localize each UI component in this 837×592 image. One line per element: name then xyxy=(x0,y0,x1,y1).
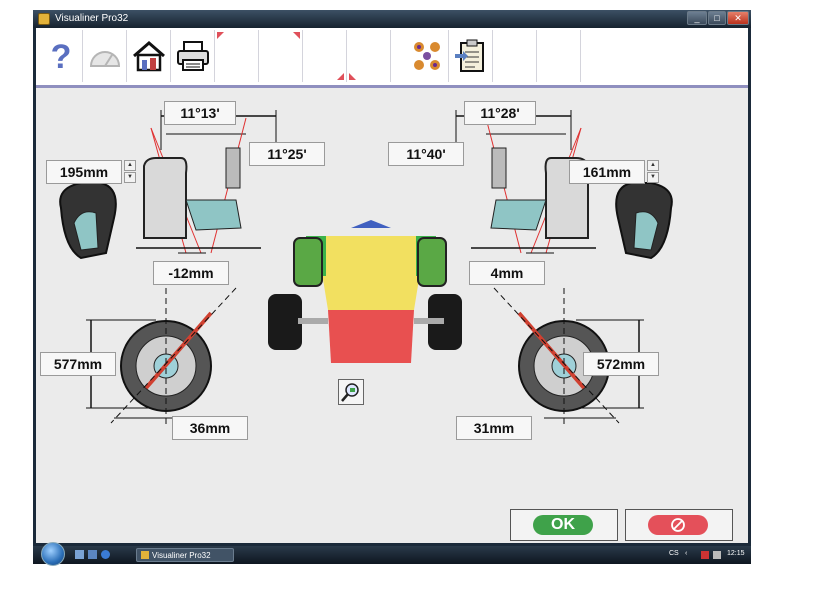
cancel-button[interactable] xyxy=(625,509,733,541)
vehicle-top-view xyxy=(268,220,462,363)
report-button[interactable] xyxy=(449,30,493,82)
clock[interactable]: 12:15 xyxy=(727,550,745,557)
front-right-suspension-illustration xyxy=(455,110,673,260)
volume-icon[interactable] xyxy=(713,551,721,559)
front-left-side-angle: 11°25' xyxy=(249,142,325,166)
browser-icon[interactable] xyxy=(101,550,110,559)
front-right-top-angle: 11°28' xyxy=(464,101,536,125)
ok-button-label: OK xyxy=(533,515,593,535)
taskbar: Visualiner Pro32 CS ‹ 12:15 xyxy=(33,542,751,566)
right-wheel-illustration xyxy=(493,287,644,428)
taskbar-item-label: Visualiner Pro32 xyxy=(152,551,211,560)
left-height-value: 195mm xyxy=(46,160,122,184)
toolbar-slot-4[interactable] xyxy=(347,30,391,82)
red-marker-icon xyxy=(337,73,344,80)
close-button[interactable]: ✕ xyxy=(727,11,749,25)
red-marker-icon xyxy=(293,32,300,39)
tray-expand-icon[interactable]: ‹ xyxy=(685,550,688,557)
app-icon xyxy=(141,551,149,559)
gauge-button[interactable] xyxy=(83,30,127,82)
zoom-button[interactable] xyxy=(338,379,364,405)
app-window: Visualiner Pro32 _ □ ✕ ? xyxy=(33,10,751,546)
right-wheel-offset-value: 31mm xyxy=(456,416,532,440)
show-desktop-icon[interactable] xyxy=(75,550,84,559)
maximize-button[interactable]: □ xyxy=(708,11,726,25)
measurement-panel: 11°13' 11°28' 11°25' 11°40' 195mm ▲ ▼ 16… xyxy=(36,88,748,543)
spin-up-icon[interactable]: ▲ xyxy=(647,160,659,171)
right-wheel-height-value: 572mm xyxy=(583,352,659,376)
no-entry-icon xyxy=(671,518,685,532)
start-button[interactable] xyxy=(41,542,65,566)
alignment-diagram xyxy=(59,110,673,428)
red-marker-icon xyxy=(217,32,224,39)
cancel-pill xyxy=(648,515,708,535)
print-button[interactable] xyxy=(171,30,215,82)
left-wheel-height-value: 577mm xyxy=(40,352,116,376)
window-switcher-icon[interactable] xyxy=(88,550,97,559)
minimize-button[interactable]: _ xyxy=(687,11,707,25)
right-height-stepper[interactable]: ▲ ▼ xyxy=(647,160,659,184)
left-wheel-illustration xyxy=(86,287,237,428)
network-icon[interactable] xyxy=(701,551,709,559)
printer-icon xyxy=(177,41,209,71)
clipboard-icon xyxy=(455,39,484,72)
home-icon xyxy=(133,41,165,72)
toolbar-slot-5[interactable] xyxy=(493,30,537,82)
left-height-stepper[interactable]: ▲ ▼ xyxy=(124,160,136,184)
front-right-side-angle: 11°40' xyxy=(388,142,464,166)
toolbar-slot-1[interactable] xyxy=(215,30,259,82)
wheel-adjust-button[interactable] xyxy=(405,30,449,82)
wheel-adjust-icon xyxy=(414,42,440,70)
spin-down-icon[interactable]: ▼ xyxy=(647,172,659,183)
spin-up-icon[interactable]: ▲ xyxy=(124,160,136,171)
language-indicator[interactable]: CS xyxy=(669,550,679,557)
taskbar-item-visualiner[interactable]: Visualiner Pro32 xyxy=(136,548,234,562)
home-button[interactable] xyxy=(127,30,171,82)
help-button[interactable]: ? xyxy=(39,30,83,82)
app-icon xyxy=(38,13,50,25)
toolbar: ? xyxy=(36,28,748,88)
window-title: Visualiner Pro32 xyxy=(55,13,129,24)
red-marker-icon xyxy=(349,73,356,80)
right-offset-value: 4mm xyxy=(469,261,545,285)
front-left-top-angle: 11°13' xyxy=(164,101,236,125)
toolbar-slot-3[interactable] xyxy=(303,30,347,82)
left-offset-value: -12mm xyxy=(153,261,229,285)
ok-button[interactable]: OK xyxy=(510,509,618,541)
speedometer-icon xyxy=(89,51,121,67)
left-wheel-offset-value: 36mm xyxy=(172,416,248,440)
question-mark-icon: ? xyxy=(51,38,72,74)
title-bar: Visualiner Pro32 _ □ ✕ xyxy=(33,10,751,28)
right-height-value: 161mm xyxy=(569,160,645,184)
spin-down-icon[interactable]: ▼ xyxy=(124,172,136,183)
toolbar-slot-6[interactable] xyxy=(537,30,581,82)
toolbar-slot-2[interactable] xyxy=(259,30,303,82)
front-left-suspension-illustration xyxy=(59,110,277,260)
svg-text:?: ? xyxy=(51,38,72,74)
magnifier-icon xyxy=(341,383,359,402)
